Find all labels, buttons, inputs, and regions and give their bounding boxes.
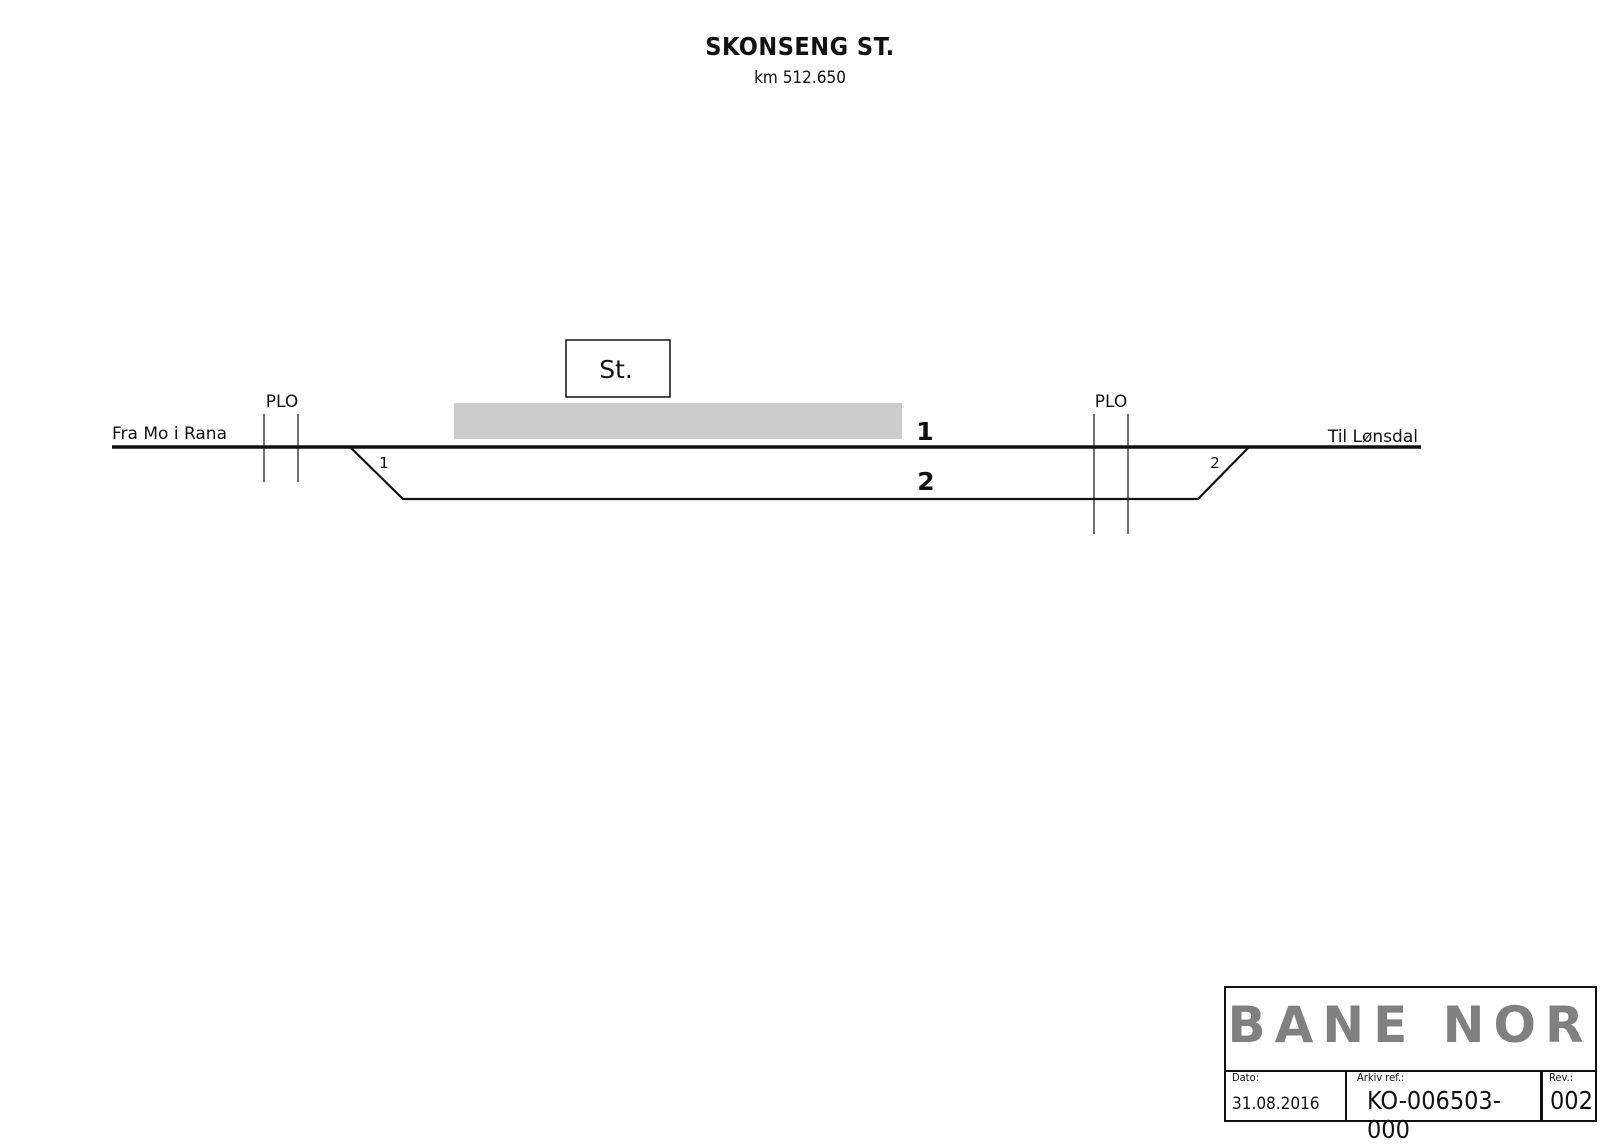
archive-label: Arkiv ref.: [1357, 1071, 1405, 1084]
page-title: SKONSENG ST. [705, 32, 895, 61]
rev-value: 002 [1550, 1086, 1593, 1115]
title-block: BANE NOR Dato: 31.08.2016 Arkiv ref.: KO… [1224, 986, 1597, 1144]
rev-label: Rev.: [1549, 1071, 1573, 1084]
plo-right-label: PLO [1095, 392, 1128, 412]
archive-value: KO-006503-000 [1367, 1086, 1501, 1144]
plo-left-label: PLO [266, 392, 299, 412]
station-building [565, 339, 671, 398]
rev-cell: Rev.: 002 [1543, 1070, 1595, 1122]
right-direction-label: Til Lønsdal [1327, 427, 1418, 447]
page-subtitle: km 512.650 [754, 68, 846, 88]
bane-nor-logo-icon: BANE NOR [1227, 996, 1592, 1054]
station-building-label: St. [599, 355, 633, 384]
track-1-number: 1 [916, 417, 933, 446]
date-cell: Dato: 31.08.2016 [1226, 1070, 1347, 1122]
date-label: Dato: [1232, 1071, 1259, 1084]
left-direction-label: Fra Mo i Rana [112, 424, 227, 444]
bane-nor-logo: BANE NOR [1226, 988, 1595, 1072]
bane-nor-logo-text: BANE NOR [1227, 996, 1592, 1054]
platform [454, 403, 902, 439]
track-plan: St. PLO PLO Fra Mo i Rana Til Lønsdal 1 … [112, 339, 1421, 534]
track-2-number: 2 [917, 467, 934, 496]
track-2-line [349, 446, 1250, 501]
switch-2-number: 2 [1210, 454, 1220, 472]
archive-cell: Arkiv ref.: KO-006503-000 [1347, 1070, 1543, 1144]
switch-1-number: 1 [379, 454, 389, 472]
date-value: 31.08.2016 [1232, 1094, 1320, 1114]
